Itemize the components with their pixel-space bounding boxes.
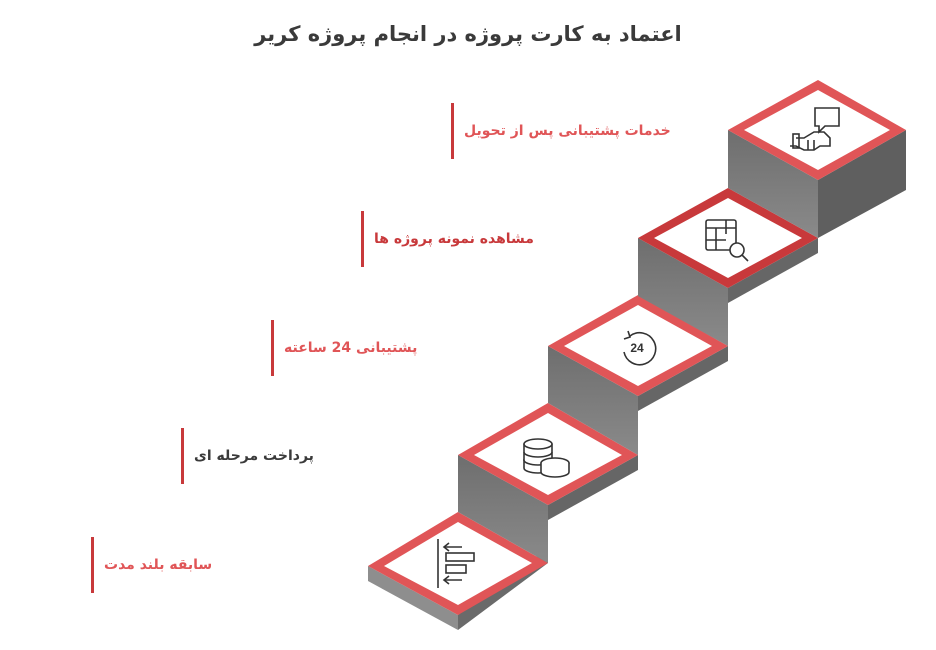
- callout-step-1: سابقه بلند مدت: [91, 537, 212, 593]
- callout-step-5: خدمات پشتیبانی پس از تحویل: [451, 103, 671, 159]
- callout-label: پرداخت مرحله ای: [194, 448, 314, 464]
- table-search-icon: [705, 219, 749, 262]
- stair-step-2: [458, 403, 638, 563]
- callout-label: خدمات پشتیبانی پس از تحویل: [464, 123, 671, 139]
- callout-step-4: مشاهده نمونه پروژه ها: [361, 211, 534, 267]
- handshake-chat-icon: [790, 107, 840, 151]
- support-24-icon: 24: [623, 330, 657, 366]
- callout-label: مشاهده نمونه پروژه ها: [374, 231, 534, 247]
- callout-step-2: پرداخت مرحله ای: [181, 428, 314, 484]
- coins-stack-icon: [523, 438, 570, 478]
- history-arrows-icon: [437, 539, 475, 588]
- callout-label: سابقه بلند مدت: [104, 557, 213, 573]
- page-title: اعتماد به کارت پروژه در انجام پروژه کریر: [254, 22, 682, 46]
- stair-step-1: [368, 512, 548, 630]
- svg-text:24: 24: [630, 341, 644, 355]
- callout-step-3: پشتیبانی 24 ساعته: [271, 320, 417, 376]
- stair-step-5: [728, 80, 906, 238]
- stair-step-4: [638, 188, 818, 346]
- callout-label: پشتیبانی 24 ساعته: [284, 340, 418, 356]
- stair-step-3: 24: [548, 295, 728, 455]
